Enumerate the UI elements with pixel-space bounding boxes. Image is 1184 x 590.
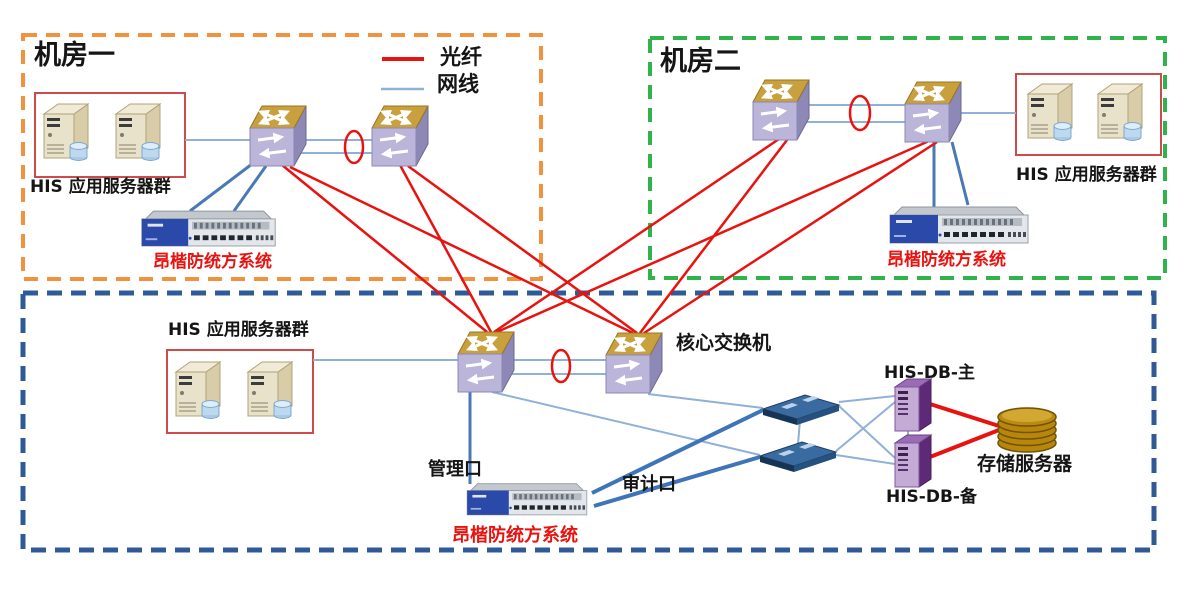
datacenter-server-group-box [166,349,314,434]
room1-firewall-appliance [141,210,276,247]
fiber-r1sw2-core2 [407,164,638,335]
dc-server-group-label: HIS 应用服务器群 [168,320,309,340]
link-dc-firewall-flat1-audit [591,408,764,495]
link-dc-core1-flat2 [491,391,761,456]
dc-audit-port-label: 审计口 [622,474,676,495]
room1-server-group-box [34,92,186,178]
fiber-r1sw2-core1 [398,164,493,333]
room1-switch-2 [372,106,428,166]
legend-cable-label: 网线 [437,72,479,96]
dc-his-server-2 [247,361,293,419]
dc-storage-server [997,407,1057,453]
link-r2-switchB-firewall-b [950,141,970,206]
dc-access-switch-1 [762,394,840,426]
dc-storage-label: 存储服务器 [977,453,1073,475]
room1-his-server-1 [43,103,89,161]
room2-switch-B [905,82,961,142]
link-dc-flat1-db1 [838,395,896,403]
room1-firewall-label: 昂楷防统方系统 [153,252,272,272]
room2-firewall-label: 昂楷防统方系统 [887,250,1006,270]
dc-firewall-label: 昂楷防统方系统 [452,525,578,546]
dc-his-db-backup-server [894,434,932,488]
room1-his-server-2 [115,103,161,161]
link-dc-flat2-db2 [835,454,896,465]
room2-title: 机房二 [660,46,741,77]
room1-boundary [21,33,543,281]
room2-firewall-appliance [889,206,1029,244]
fiber-r1sw1-core1 [281,164,488,333]
fiber-db2-storage [929,428,1000,459]
room1-title: 机房一 [34,40,115,71]
dc-firewall-appliance [466,483,588,516]
dc-his-server-1 [175,361,221,419]
dc-mgmt-port-label: 管理口 [428,459,482,480]
dc-db-backup-label: HIS-DB-备 [886,487,977,507]
dc-core-switch-2 [606,333,662,393]
fiber-links [281,137,1000,459]
dc-core-switch-1 [458,332,514,392]
room1-server-group-label: HIS 应用服务器群 [30,177,171,197]
fiber-r2swB-core2 [643,140,938,335]
dc-db-primary-label: HIS-DB-主 [884,363,975,383]
datacenter-boundary [20,290,1157,553]
dc-his-db-primary-server [894,378,932,432]
link-r1-switch1-firewall-a [189,162,253,213]
room1-link-ring [343,129,365,165]
datacenter-link-ring [550,348,572,384]
room2-his-server-2 [1097,83,1143,141]
room2-server-group-box [1015,73,1162,156]
fiber-r2swA-core1 [493,137,780,334]
link-dc-core2-flat1 [647,393,764,409]
room2-boundary [648,36,1167,280]
link-dc-flat2-db1 [835,401,896,452]
link-dc-firewall-flat2-audit [593,455,761,508]
room2-link-ring [848,94,872,132]
legend-fiber-label: 光纤 [440,45,482,69]
room2-his-server-1 [1027,83,1073,141]
dc-access-switch-2 [759,441,837,473]
room1-switch-1 [250,106,306,166]
room2-server-group-label: HIS 应用服务器群 [1016,165,1157,185]
room2-switch-A [753,80,809,140]
link-dc-flat1-db2 [838,405,896,459]
fiber-db1-storage [929,402,1000,428]
fiber-r2swB-core1 [496,139,930,334]
fiber-r1sw1-core2 [289,165,634,335]
dc-core-switch-label: 核心交换机 [676,332,772,354]
link-r1-switch1-firewall-b [232,165,268,212]
